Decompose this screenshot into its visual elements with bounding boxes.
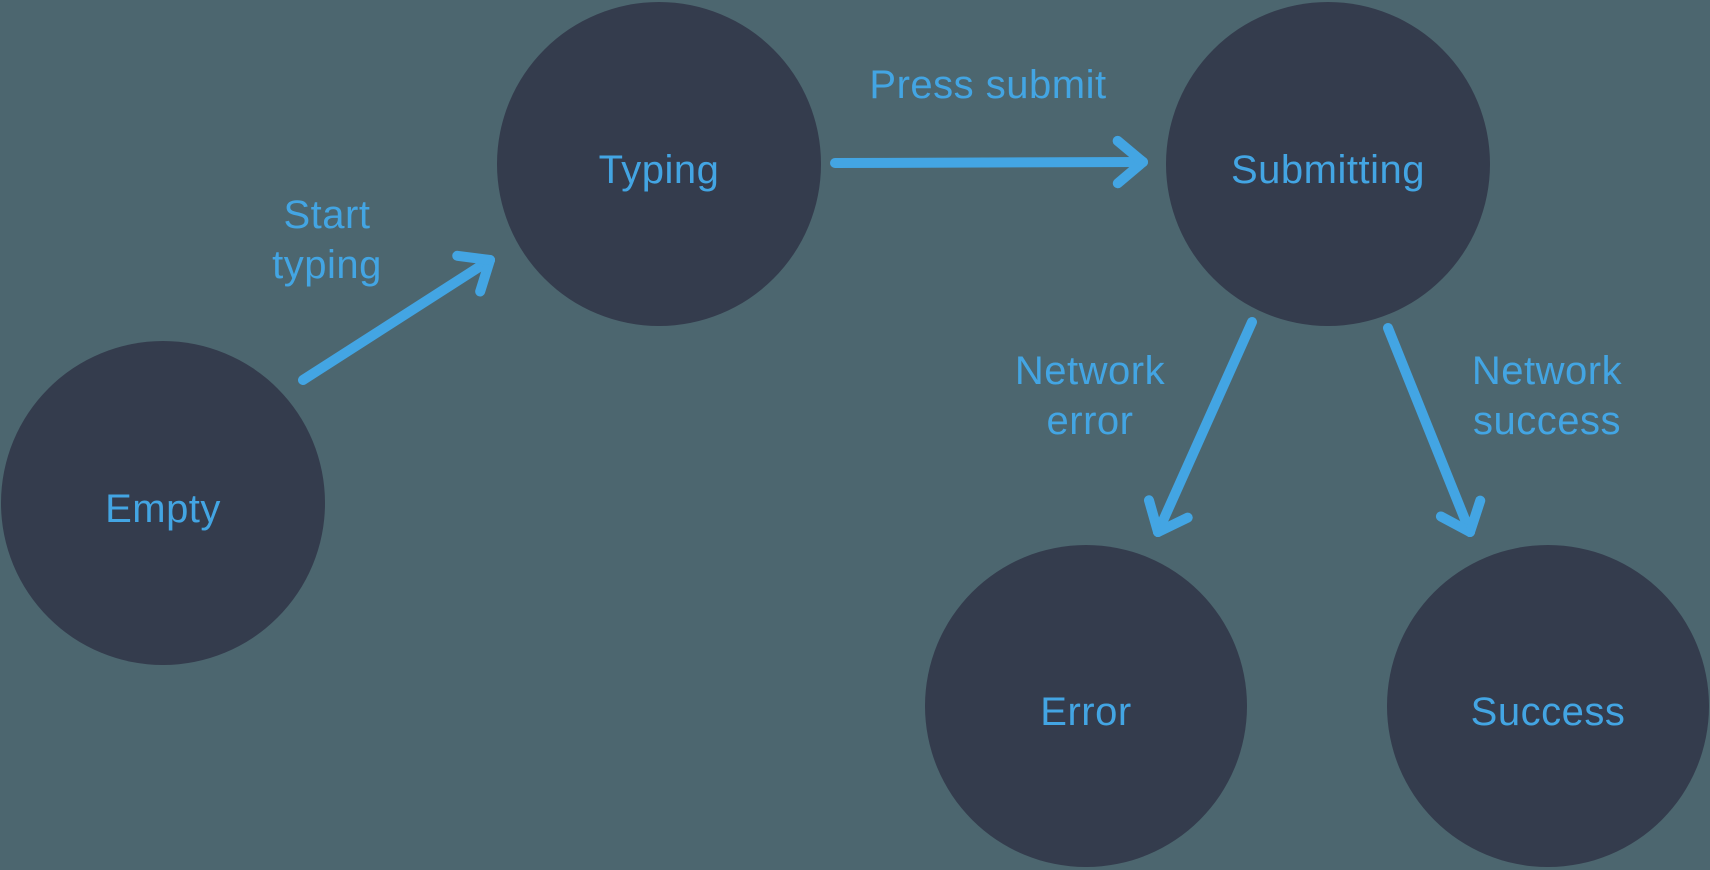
state-label-error: Error bbox=[1040, 690, 1131, 734]
arrowhead-barb-start-typing bbox=[475, 255, 495, 297]
arrowhead-barb-network-error bbox=[1143, 495, 1163, 537]
transition-network-success bbox=[1383, 323, 1486, 537]
state-label-empty: Empty bbox=[105, 487, 221, 531]
transition-line-network-success bbox=[1383, 323, 1475, 537]
transition-network-error bbox=[1143, 317, 1257, 537]
state-node-error: Error bbox=[925, 545, 1247, 867]
state-node-empty: Empty bbox=[1, 341, 325, 665]
state-circle-typing bbox=[497, 2, 821, 326]
state-circle-submitting bbox=[1166, 2, 1490, 326]
transition-label-press-submit: Press submit bbox=[869, 63, 1106, 107]
transition-label-start-typing: Start bbox=[284, 193, 371, 237]
state-node-submitting: Submitting bbox=[1166, 2, 1490, 326]
arrowhead-barb-network-error bbox=[1153, 512, 1193, 537]
state-circle-error bbox=[925, 545, 1247, 867]
state-node-typing: Typing bbox=[497, 2, 821, 326]
state-circle-empty bbox=[1, 341, 325, 665]
transition-label-network-success: success bbox=[1473, 399, 1621, 443]
arrowhead-barb-press-submit bbox=[1112, 135, 1148, 167]
transition-start-typing bbox=[298, 250, 495, 385]
state-node-success: Success bbox=[1387, 545, 1709, 867]
state-label-success: Success bbox=[1471, 690, 1626, 734]
arrowhead-barb-press-submit bbox=[1112, 157, 1148, 189]
state-circle-success bbox=[1387, 545, 1709, 867]
transition-label-network-error: error bbox=[1047, 399, 1134, 443]
state-label-typing: Typing bbox=[599, 148, 720, 192]
arrowhead-barb-network-success bbox=[1465, 495, 1486, 537]
arrowhead-barb-network-success bbox=[1435, 511, 1475, 537]
transition-label-network-error: Network bbox=[1015, 349, 1166, 393]
transition-label-network-success: Network bbox=[1472, 349, 1623, 393]
state-label-submitting: Submitting bbox=[1231, 148, 1425, 192]
transition-label-start-typing: typing bbox=[272, 243, 382, 287]
arrowhead-barb-start-typing bbox=[452, 250, 495, 265]
transition-press-submit bbox=[830, 135, 1148, 189]
transition-line-start-typing bbox=[298, 255, 495, 385]
transition-line-network-error bbox=[1153, 317, 1257, 537]
transition-line-press-submit bbox=[830, 157, 1148, 168]
